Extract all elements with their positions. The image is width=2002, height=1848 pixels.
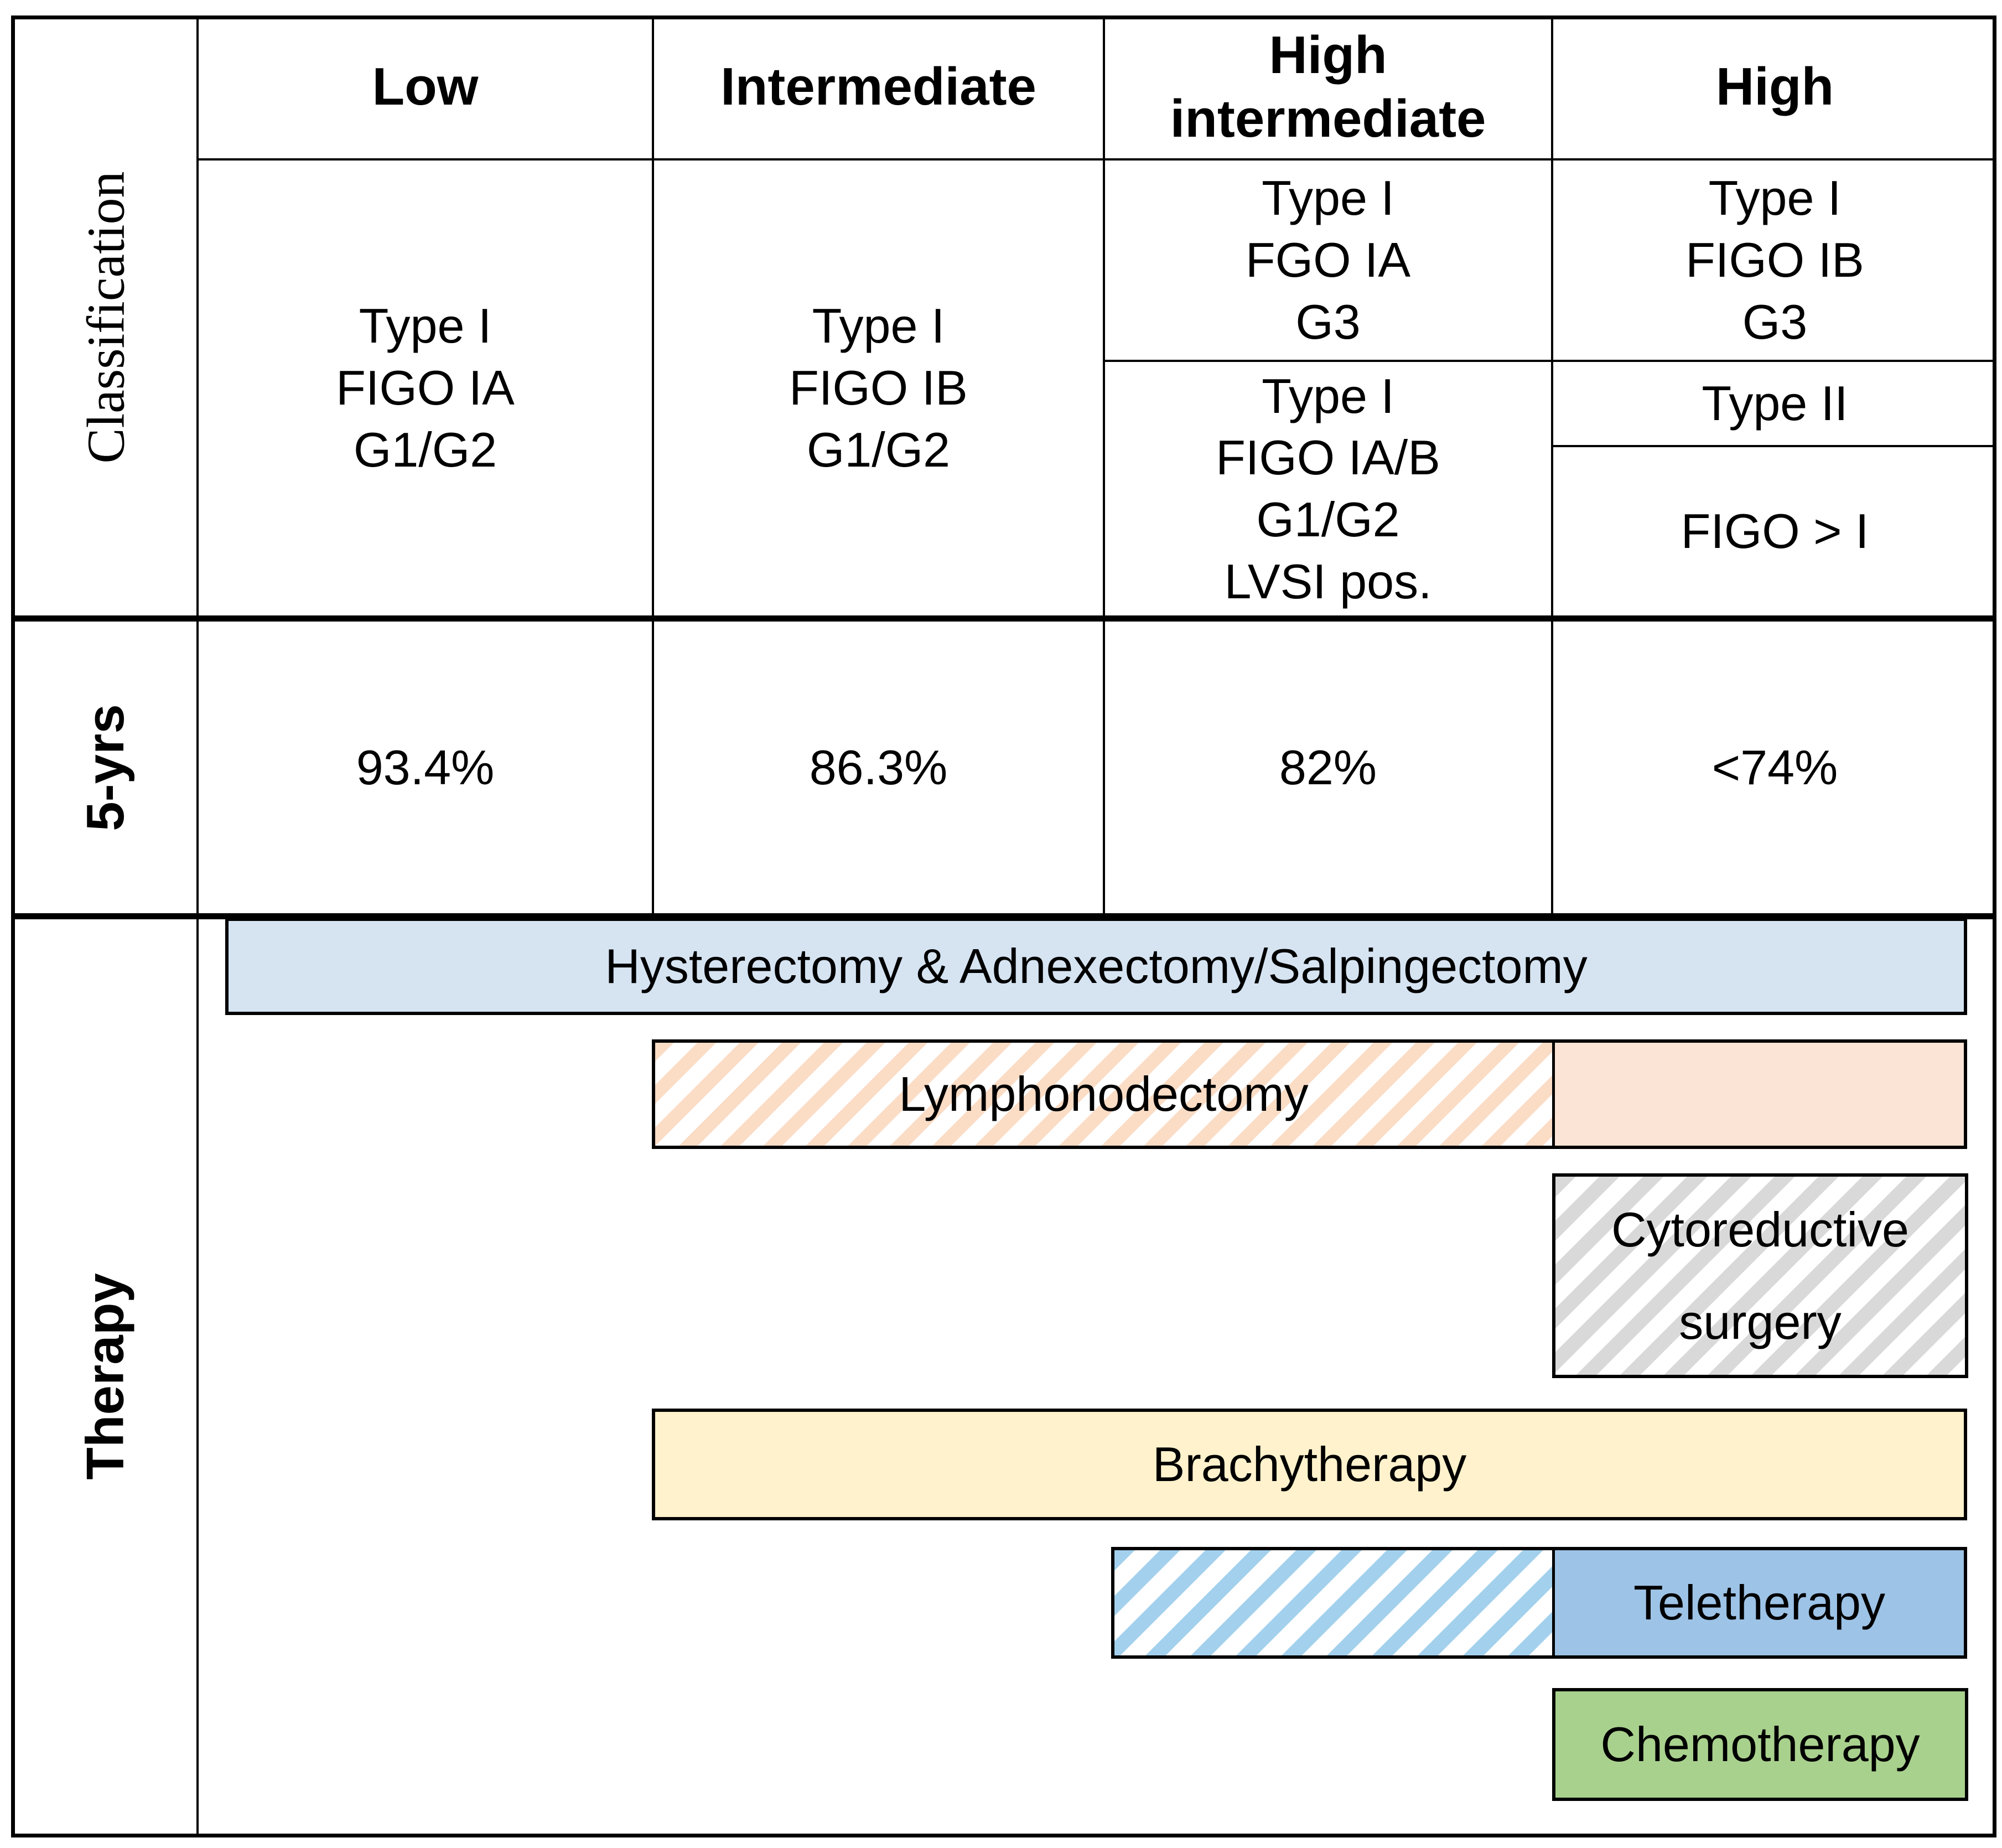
therapy-bar-hysterectomy: Hysterectomy & Adnexectomy/Salpingectomy (225, 918, 1967, 1015)
therapy-bar-hysterectomy-label: Hysterectomy & Adnexectomy/Salpingectomy (605, 939, 1588, 993)
row-label-5yrs-text: 5-yrs (76, 703, 135, 831)
grid-vline-low-intermediate (652, 15, 654, 917)
therapy-bar-brachytherapy: Brachytherapy (652, 1409, 1967, 1520)
therapy-bar-lymphonodectomy-label: Lymphonodectomy (899, 1067, 1309, 1121)
therapy-bar-chemotherapy-label: Chemotherapy (1600, 1717, 1920, 1772)
survival-cell-low: 93.4% (356, 739, 495, 795)
survival-cell-intermediate: 86.3% (809, 739, 948, 795)
therapy-bar-teletherapy-solid-segment: Teletherapy (1552, 1550, 1964, 1655)
column-header-high-intermediate: High intermediate (1170, 25, 1486, 148)
classification-cell-high-top: Type I FIGO IB G3 (1685, 170, 1864, 349)
grid-hline-header-bottom (196, 158, 1996, 161)
column-header-high: High (1715, 57, 1834, 117)
therapy-bar-teletherapy: Teletherapy (1111, 1547, 1967, 1659)
grid-vline-highint-high (1551, 15, 1553, 917)
classification-cell-intermediate: Type I FIGO IB G1/G2 (789, 298, 968, 477)
column-header-low: Low (372, 57, 479, 117)
classification-cell-low: Type I FIGO IA G1/G2 (336, 298, 515, 477)
row-label-5yrs: 5-yrs (15, 622, 196, 913)
grid-hline-5yrs-bottom-thick (11, 913, 1996, 919)
row-label-therapy: Therapy (15, 919, 196, 1834)
table-outer-border (11, 15, 1996, 1837)
therapy-bar-cytoreductive-surgery: Cytoreductive surgery (1552, 1173, 1968, 1378)
grid-hline-classification-bottom-thick (11, 615, 1996, 622)
grid-hline-typeii-bottom (1551, 445, 1996, 447)
classification-cell-high-figo: FIGO > I (1681, 504, 1869, 559)
therapy-bar-brachytherapy-label: Brachytherapy (1152, 1437, 1467, 1492)
row-label-therapy-text: Therapy (76, 1273, 136, 1480)
therapy-bar-lymphonodectomy-solid-segment (1552, 1043, 1964, 1146)
column-header-intermediate: Intermediate (720, 57, 1036, 117)
therapy-bar-lymphonodectomy: Lymphonodectomy (652, 1039, 1967, 1149)
survival-cell-high-intermediate: 82% (1279, 739, 1377, 795)
survival-cell-high: <74% (1711, 739, 1838, 795)
grid-vline-intermediate-highint (1103, 15, 1105, 917)
therapy-bar-lymphonodectomy-hatched-segment: Lymphonodectomy (655, 1043, 1552, 1146)
classification-cell-high-intermediate-bottom: Type I FIGO IA/B G1/G2 LVSI pos. (1216, 368, 1440, 609)
grid-hline-class-subsplit (1103, 360, 1996, 362)
therapy-bar-teletherapy-hatched-segment (1114, 1550, 1552, 1655)
row-label-classification: Classification (15, 19, 196, 615)
therapy-bar-cytoreductive-surgery-label: Cytoreductive surgery (1611, 1202, 1909, 1349)
therapy-bar-chemotherapy: Chemotherapy (1552, 1688, 1968, 1801)
row-label-classification-text: Classification (76, 171, 136, 464)
grid-vline-rowlabel (196, 15, 199, 1837)
therapy-bar-teletherapy-label: Teletherapy (1633, 1575, 1885, 1630)
classification-cell-high-typeii: Type II (1702, 376, 1848, 431)
classification-cell-high-intermediate-top: Type I FGO IA G3 (1245, 170, 1411, 349)
